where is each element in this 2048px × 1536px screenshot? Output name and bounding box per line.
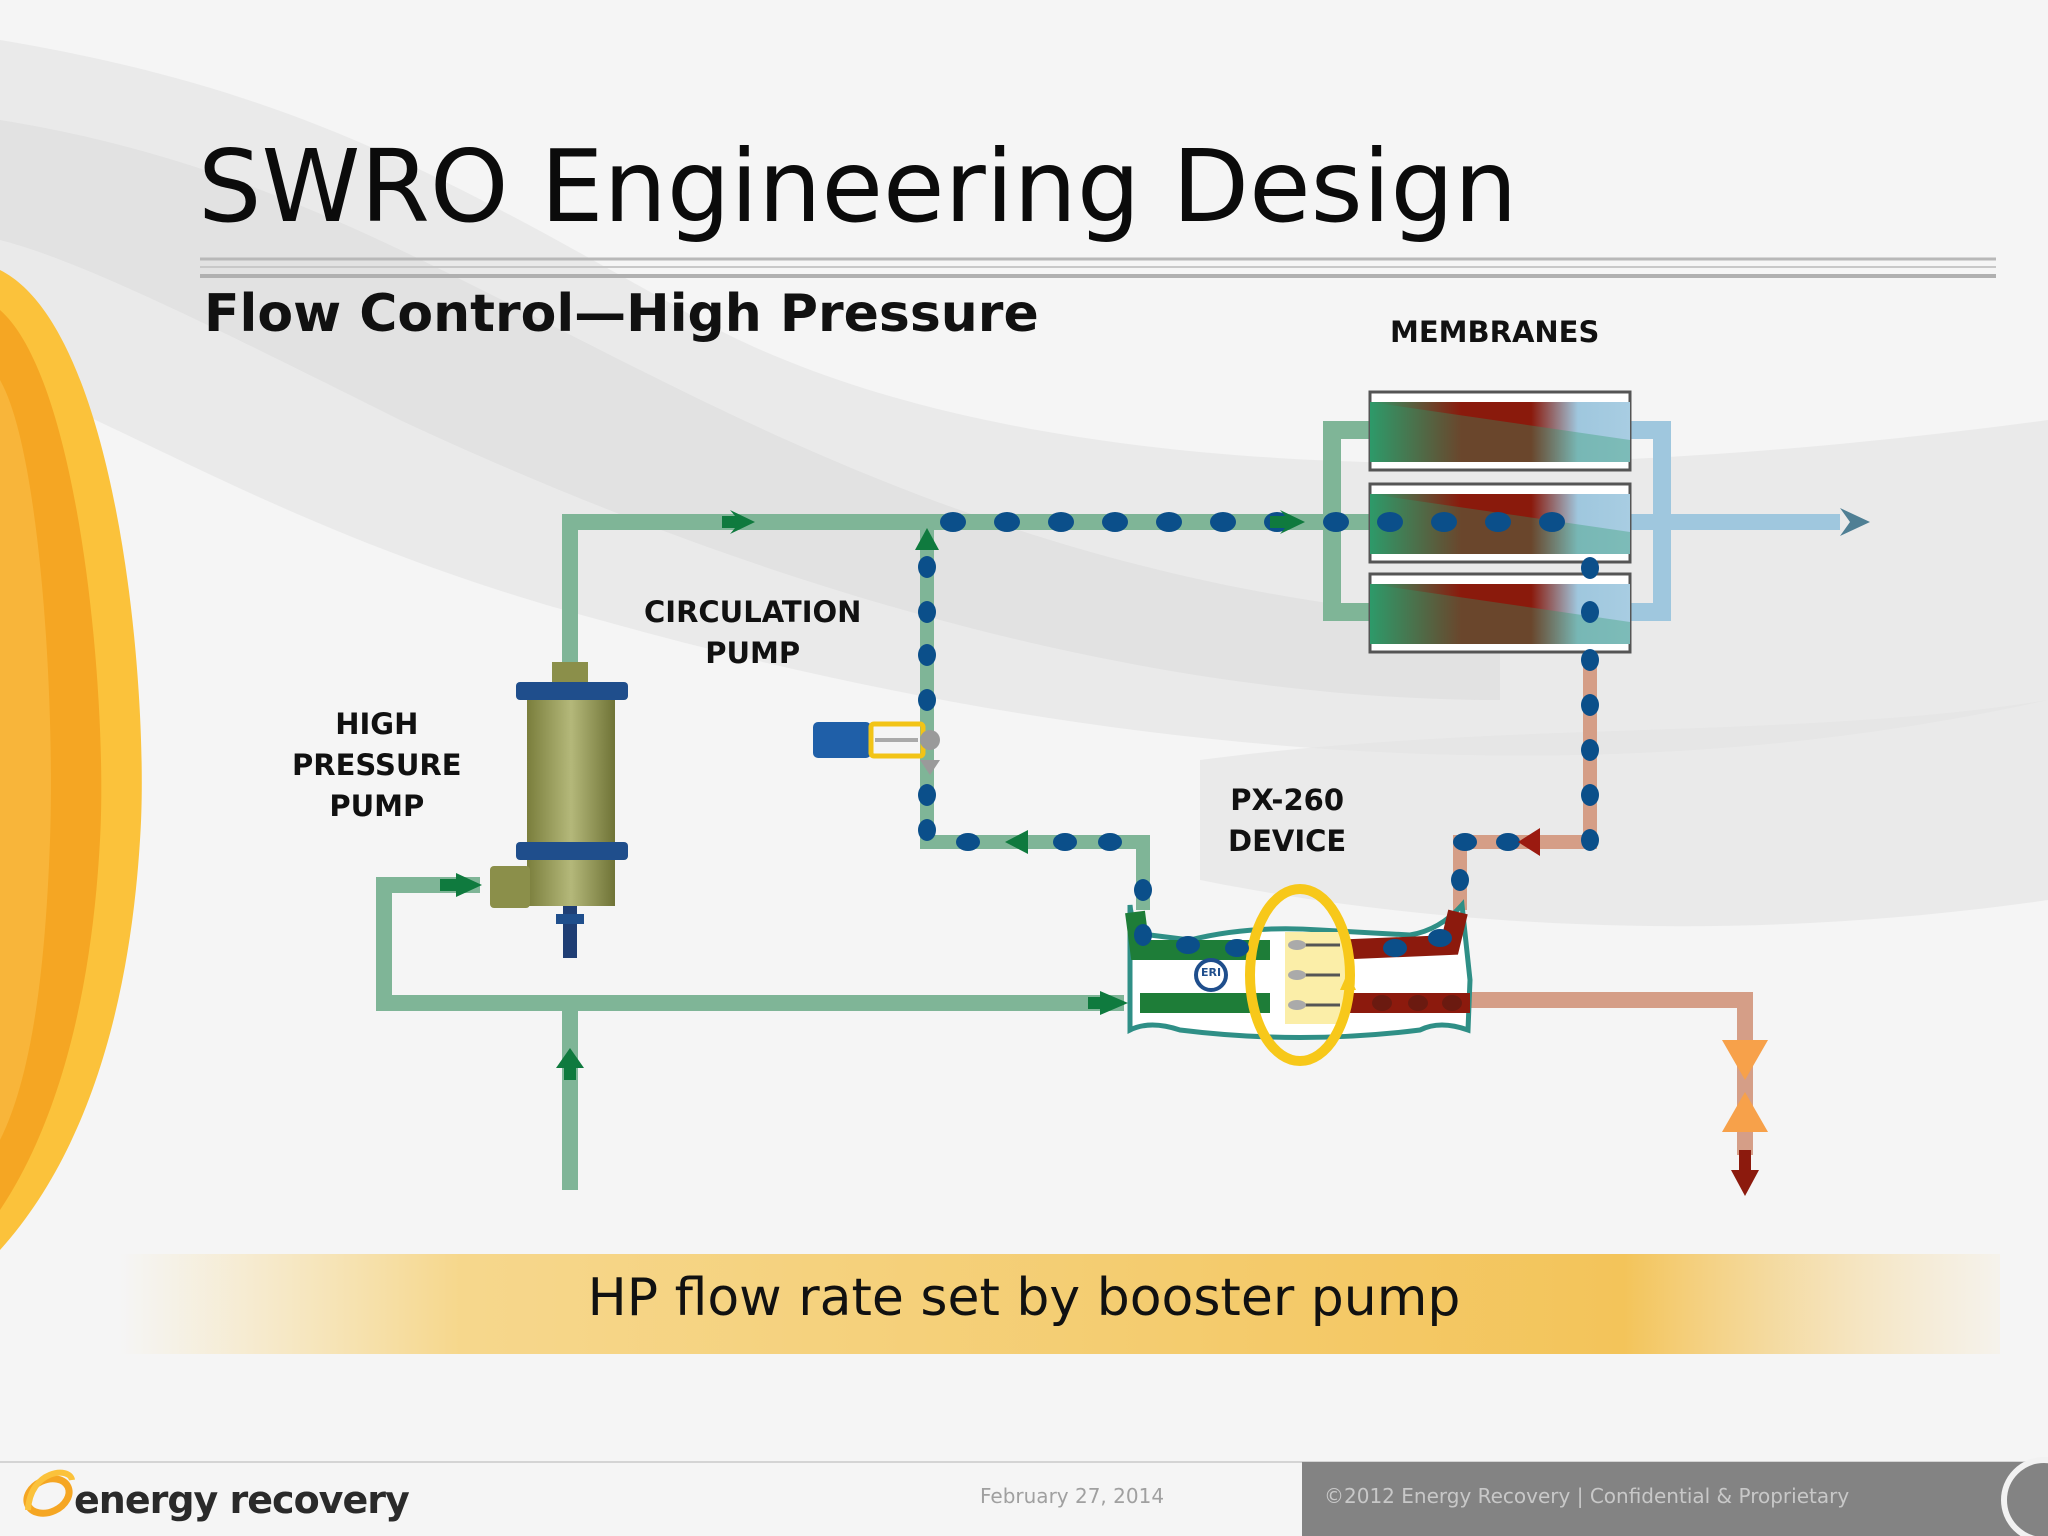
arrow-right-icon [456,873,482,897]
flow-arrows [440,508,1870,1196]
flow-dots [918,512,1599,1011]
banner-caption: HP flow rate set by booster pump [587,1268,1461,1328]
px-device-label: PX-260 DEVICE [1228,783,1347,858]
arrow-down-icon [1731,1170,1759,1196]
lp-header-pipe [376,877,1124,1011]
footer-date: February 27, 2014 [980,1484,1165,1508]
arrow-up-icon [915,528,939,550]
membrane-vessels [1368,390,1632,654]
high-pressure-pump-label: HIGH PRESSURE PUMP [292,707,462,823]
arrow-left-icon [1518,828,1540,856]
footer-dark-panel [1302,1462,2048,1536]
membrane-vessel [1368,390,1632,472]
arrow-up-icon [556,1048,584,1068]
footer-logo-text: energy recovery [74,1478,410,1522]
high-pressure-pump-icon [490,662,628,958]
arrow-left-icon [1005,830,1028,854]
title-rule [200,257,1996,278]
page-subtitle: Flow Control—High Pressure [204,284,1039,344]
circulation-loop-pipe [920,522,1150,910]
membranes-label: MEMBRANES [1390,315,1600,349]
arrow-right-icon [1840,508,1870,536]
eri-badge-icon [1194,958,1228,992]
footer-copyright: ©2012 Energy Recovery | Confidential & P… [1324,1484,1850,1508]
circulation-pump-label: CIRCULATION PUMP [644,595,862,670]
energy-recovery-logo-icon [23,1469,75,1517]
brine-valve-icon [1722,1040,1768,1132]
membrane-vessel [1368,482,1632,564]
decorative-swoosh [0,270,142,1250]
device-badge-text: ERI [1201,966,1222,979]
page-title: SWRO Engineering Design [198,128,1518,245]
circulation-pump-icon [813,721,940,775]
banner-background [120,1254,2000,1354]
